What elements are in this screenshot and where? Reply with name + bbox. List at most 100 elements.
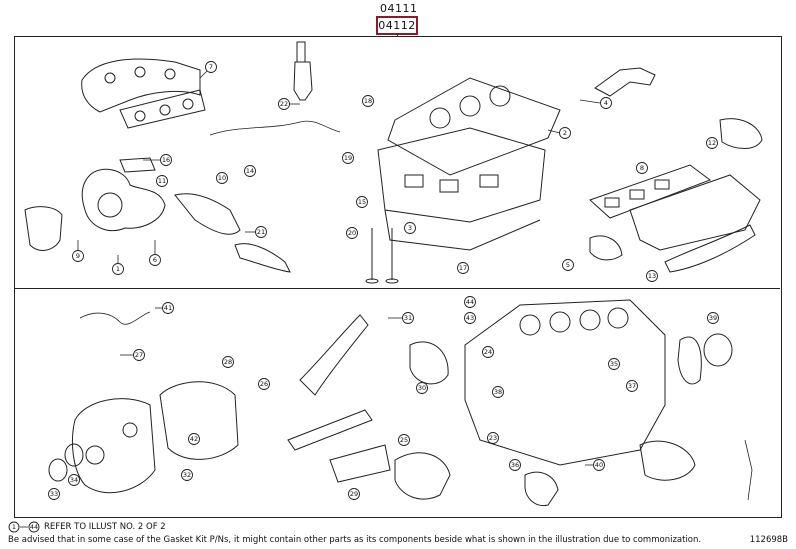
callout-43[interactable]: 43 <box>464 312 476 324</box>
diagram-frame <box>14 36 782 518</box>
callout-21[interactable]: 21 <box>245 226 267 238</box>
callout-22[interactable]: 22 <box>278 98 301 110</box>
svg-text:28: 28 <box>224 358 232 366</box>
rear-oil-seal-retainer <box>677 336 702 385</box>
svg-text:26: 26 <box>260 380 268 388</box>
callout-6[interactable]: 6 <box>149 240 161 266</box>
callout-15[interactable]: 15 <box>356 196 368 208</box>
footer-note: Be advised that in some case of the Gask… <box>8 535 702 545</box>
callout-31[interactable]: 31 <box>388 312 414 324</box>
svg-text:16: 16 <box>162 156 170 164</box>
oil-pan-bracket <box>394 452 451 500</box>
svg-text:19: 19 <box>344 154 352 162</box>
svg-text:3: 3 <box>408 224 412 232</box>
svg-text:8: 8 <box>640 164 644 172</box>
callout-7[interactable]: 7 <box>199 61 217 79</box>
callout-41[interactable]: 41 <box>155 302 174 314</box>
callout-29[interactable]: 29 <box>348 488 360 500</box>
callout-11[interactable]: 11 <box>156 175 168 187</box>
callout-30[interactable]: 30 <box>416 382 428 394</box>
oil-seal-right <box>64 443 84 467</box>
injector-part <box>293 41 313 101</box>
callout-12[interactable]: 12 <box>706 137 718 149</box>
callout-13[interactable]: 13 <box>646 270 658 282</box>
svg-text:33: 33 <box>50 490 58 498</box>
callout-27[interactable]: 27 <box>120 349 145 361</box>
svg-text:4: 4 <box>604 99 608 107</box>
egr-valve <box>589 235 623 261</box>
svg-text:44: 44 <box>466 298 474 306</box>
callout-33[interactable]: 33 <box>48 488 60 500</box>
egr-cooler <box>719 118 763 149</box>
oil-cooler <box>329 444 391 483</box>
timing-cover-part <box>71 398 156 494</box>
callout-25[interactable]: 25 <box>398 434 410 446</box>
callout-38[interactable]: 38 <box>492 386 504 398</box>
callout-8[interactable]: 8 <box>636 162 648 174</box>
callout-44[interactable]: 44 <box>464 296 476 308</box>
svg-text:32: 32 <box>183 471 191 479</box>
callout-36[interactable]: 36 <box>509 459 521 471</box>
callout-32[interactable]: 32 <box>181 469 193 481</box>
valve-cover-gasket-part <box>387 77 561 176</box>
callout-35[interactable]: 35 <box>608 358 620 370</box>
svg-text:42: 42 <box>190 435 198 443</box>
svg-text:5: 5 <box>566 261 570 269</box>
callout-40[interactable]: 40 <box>585 459 605 471</box>
callout-9[interactable]: 9 <box>72 240 84 262</box>
svg-text:38: 38 <box>494 388 502 396</box>
water-pump <box>409 341 449 385</box>
footer-reference-text: REFER TO ILLUST NO. 2 OF 2 <box>44 522 166 532</box>
svg-text:40: 40 <box>595 461 603 469</box>
callout-10[interactable]: 10 <box>216 172 228 184</box>
callout-42[interactable]: 42 <box>188 433 200 445</box>
callout-39[interactable]: 39 <box>707 312 719 324</box>
code-leader-line <box>397 33 398 37</box>
svg-text:15: 15 <box>358 198 366 206</box>
illustration-id: 112698B <box>749 535 788 545</box>
svg-text:35: 35 <box>610 360 618 368</box>
water-inlet-pipe <box>299 314 369 396</box>
upper-section-frame <box>14 36 780 289</box>
dipstick-guide <box>744 439 753 501</box>
turbo-outlet-pipe <box>174 193 241 235</box>
callout-37[interactable]: 37 <box>626 380 638 392</box>
svg-text:9: 9 <box>76 252 80 260</box>
callout-18[interactable]: 18 <box>362 95 374 107</box>
valves-part <box>365 228 399 284</box>
svg-text:34: 34 <box>70 476 78 484</box>
svg-text:11: 11 <box>158 177 166 185</box>
callout-4[interactable]: 4 <box>579 97 612 109</box>
callout-20[interactable]: 20 <box>346 227 358 239</box>
callout-19[interactable]: 19 <box>342 152 354 164</box>
callout-17[interactable]: 17 <box>457 262 469 274</box>
svg-text:30: 30 <box>418 384 426 392</box>
exhaust-manifold-part <box>81 58 206 129</box>
svg-text:36: 36 <box>511 461 519 469</box>
callout-23[interactable]: 23 <box>487 432 499 444</box>
svg-text:1: 1 <box>12 523 16 531</box>
callout-markers: 1 2 3 4 5 6 7 8 9 10 11 12 13 14 15 16 1… <box>48 61 719 500</box>
group-code-label: 04111 <box>380 2 418 15</box>
svg-text:43: 43 <box>466 314 474 322</box>
oil-seal-left <box>48 458 68 482</box>
timing-belt-cover <box>159 381 239 460</box>
callout-14[interactable]: 14 <box>244 165 256 177</box>
callout-34[interactable]: 34 <box>68 474 80 486</box>
callout-16[interactable]: 16 <box>143 154 172 166</box>
intake-pipe-lower <box>664 224 756 273</box>
callout-24[interactable]: 24 <box>482 346 494 358</box>
svg-text:25: 25 <box>400 436 408 444</box>
callout-28[interactable]: 28 <box>222 356 234 368</box>
callout-3[interactable]: 3 <box>404 222 416 234</box>
footer-ref-range: 1 44 <box>8 521 40 533</box>
callout-5[interactable]: 5 <box>562 259 574 271</box>
callout-1[interactable]: 1 <box>112 255 124 275</box>
callout-26[interactable]: 26 <box>258 378 270 390</box>
callout-2[interactable]: 2 <box>547 127 571 139</box>
svg-text:12: 12 <box>708 139 716 147</box>
injection-line <box>209 120 341 136</box>
svg-text:17: 17 <box>459 264 467 272</box>
intake-manifold-gasket-part <box>589 164 761 251</box>
